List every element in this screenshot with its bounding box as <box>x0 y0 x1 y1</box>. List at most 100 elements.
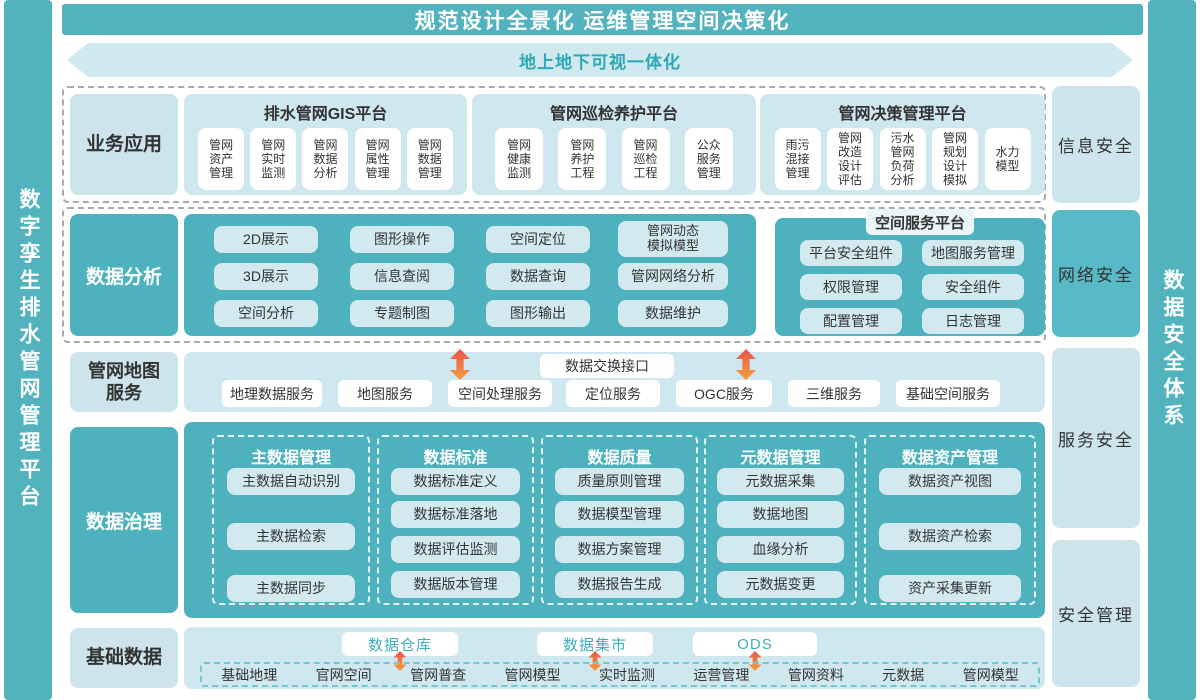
gov-chip: 数据评估监测 <box>391 536 520 563</box>
gov-chip: 数据资产视图 <box>879 468 1021 495</box>
gov-col-title: 数据标准 <box>423 450 488 467</box>
base-source-item: 管网资料 <box>787 666 844 683</box>
gov-chip: 主数据同步 <box>227 575 355 602</box>
gov-chip: 数据版本管理 <box>391 571 520 598</box>
base-source-item: 元数据 <box>882 666 925 683</box>
gov-chip: 元数据变更 <box>717 571 844 598</box>
map-service-chip: 地图服务 <box>338 380 432 407</box>
map-service-chip: 空间处理服务 <box>448 380 552 407</box>
app-card: 管网 巡检 工程 <box>621 128 670 190</box>
group-decision-cards: 雨污 混接 管理 管网 改造 设计 评估 污水 管网 负荷 分析 管网 规划 设… <box>760 124 1045 198</box>
app-card: 管网 养护 工程 <box>558 128 607 190</box>
security-box-network: 网络安全 <box>1052 210 1140 337</box>
map-service-chip: OGC服务 <box>676 380 772 407</box>
analysis-chip: 信息查阅 <box>350 263 454 290</box>
gov-chip: 数据模型管理 <box>555 501 684 528</box>
analysis-row-label: 数据分析 <box>70 214 178 336</box>
exchange-arrow-icon <box>736 349 756 380</box>
platform-chip: 地图服务管理 <box>922 240 1024 266</box>
app-card: 管网 数据 管理 <box>406 128 453 190</box>
security-box-management: 安全管理 <box>1052 540 1140 687</box>
gov-chip: 主数据检索 <box>227 523 355 550</box>
top-banner: 规范设计全景化 运维管理空间决策化 <box>62 4 1143 35</box>
base-source-item: 管网普查 <box>410 666 467 683</box>
analysis-chip: 2D展示 <box>214 226 318 253</box>
analysis-chip: 3D展示 <box>214 263 318 290</box>
data-exchange-chip: 数据交换接口 <box>540 354 674 378</box>
right-title-bar: 数据安全体系 <box>1148 0 1196 700</box>
app-card: 管网 实时 监测 <box>250 128 297 190</box>
gov-chip: 数据标准落地 <box>391 501 520 528</box>
gov-col-master-data: 主数据管理 <box>212 435 370 605</box>
group-gis-cards: 管网 资产 管理 管网 实时 监测 管网 数据 分析 管网 属性 管理 管网 数… <box>184 124 467 198</box>
gov-chip: 数据资产检索 <box>879 523 1021 550</box>
app-card: 管网 属性 管理 <box>354 128 401 190</box>
group-decision-title: 管网决策管理平台 <box>838 106 967 123</box>
security-box-info: 信息安全 <box>1052 86 1140 203</box>
gov-col-asset: 数据资产管理 <box>864 435 1036 605</box>
gov-col-standard: 数据标准 <box>377 435 534 605</box>
base-source-item: 基础地理 <box>221 666 278 683</box>
gov-chip: 数据方案管理 <box>555 536 684 563</box>
app-card: 管网 健康 监测 <box>495 128 544 190</box>
gov-col-quality: 数据质量 <box>541 435 698 605</box>
analysis-chip: 图形操作 <box>350 226 454 253</box>
business-row-label: 业务应用 <box>70 94 178 195</box>
group-inspection-cards: 管网 健康 监测 管网 养护 工程 管网 巡检 工程 公众 服务 管理 <box>472 124 756 198</box>
analysis-chip: 专题制图 <box>350 300 454 327</box>
platform-chip: 平台安全组件 <box>800 240 902 266</box>
map-service-chip: 基础空间服务 <box>896 380 1000 407</box>
base-source-strip: 基础地理 官网空间 管网普查 管网模型 实时监测 运营管理 管网资料 元数据 管… <box>200 662 1040 687</box>
map-service-chip: 定位服务 <box>566 380 660 407</box>
gov-col-title: 主数据管理 <box>250 450 331 467</box>
app-card: 管网 数据 分析 <box>302 128 349 190</box>
base-source-item: 管网模型 <box>504 666 561 683</box>
analysis-chip: 空间定位 <box>486 226 590 253</box>
group-gis-title: 排水管网GIS平台 <box>263 106 388 123</box>
exchange-arrow-icon <box>450 349 470 380</box>
analysis-chip: 图形输出 <box>486 300 590 327</box>
app-card: 管网 改造 设计 评估 <box>827 128 873 190</box>
analysis-chip: 空间分析 <box>214 300 318 327</box>
analysis-chip: 数据维护 <box>618 300 728 327</box>
map-service-chip: 地理数据服务 <box>222 380 322 407</box>
base-source-item: 实时监测 <box>598 666 655 683</box>
gov-chip: 资产采集更新 <box>879 575 1021 602</box>
gov-chip: 元数据采集 <box>717 468 844 495</box>
app-card: 污水 管网 负荷 分析 <box>879 128 926 190</box>
base-source-item: 管网模型 <box>962 666 1019 683</box>
gov-chip: 数据标准定义 <box>391 468 520 495</box>
group-inspection-title: 管网巡检养护平台 <box>549 106 678 123</box>
gov-col-title: 元数据管理 <box>740 450 821 467</box>
platform-chip: 日志管理 <box>922 308 1024 334</box>
app-card: 管网 资产 管理 <box>198 128 245 190</box>
app-card: 水力 模型 <box>984 128 1031 190</box>
analysis-chip: 数据查询 <box>486 263 590 290</box>
gov-chip: 数据地图 <box>717 501 844 528</box>
governance-row-label: 数据治理 <box>70 427 178 613</box>
analysis-chip: 管网网络分析 <box>618 263 728 290</box>
base-source-item: 运营管理 <box>693 666 750 683</box>
map-service-row-label: 管网地图 服务 <box>70 352 178 412</box>
left-title-bar: 数字孪生排水管网管理平台 <box>4 0 52 700</box>
gov-chip: 主数据自动识别 <box>227 468 355 495</box>
group-decision-platform: 管网决策管理平台 雨污 混接 管理 管网 改造 设计 评估 污水 管网 负荷 分… <box>760 94 1045 195</box>
base-data-row-label: 基础数据 <box>70 628 178 688</box>
base-source-item: 官网空间 <box>315 666 372 683</box>
platform-chip: 安全组件 <box>922 274 1024 300</box>
group-gis-platform: 排水管网GIS平台 管网 资产 管理 管网 实时 监测 管网 数据 分析 管网 … <box>184 94 467 195</box>
app-card: 公众 服务 管理 <box>684 128 733 190</box>
base-arrow-icon <box>748 651 762 671</box>
platform-chip: 配置管理 <box>800 308 902 334</box>
spatial-platform-tab: 空间服务平台 <box>866 209 974 235</box>
business-row-border <box>62 86 1046 203</box>
platform-chip: 权限管理 <box>800 274 902 300</box>
right-title-text: 数据安全体系 <box>1161 269 1184 431</box>
arrow-banner: 地上地下可视一体化 <box>67 43 1133 77</box>
gov-col-metadata: 元数据管理 <box>704 435 857 605</box>
gov-chip: 血缘分析 <box>717 536 844 563</box>
gov-col-title: 数据质量 <box>587 450 652 467</box>
gov-chip: 数据报告生成 <box>555 571 684 598</box>
base-arrow-icon <box>588 651 602 671</box>
